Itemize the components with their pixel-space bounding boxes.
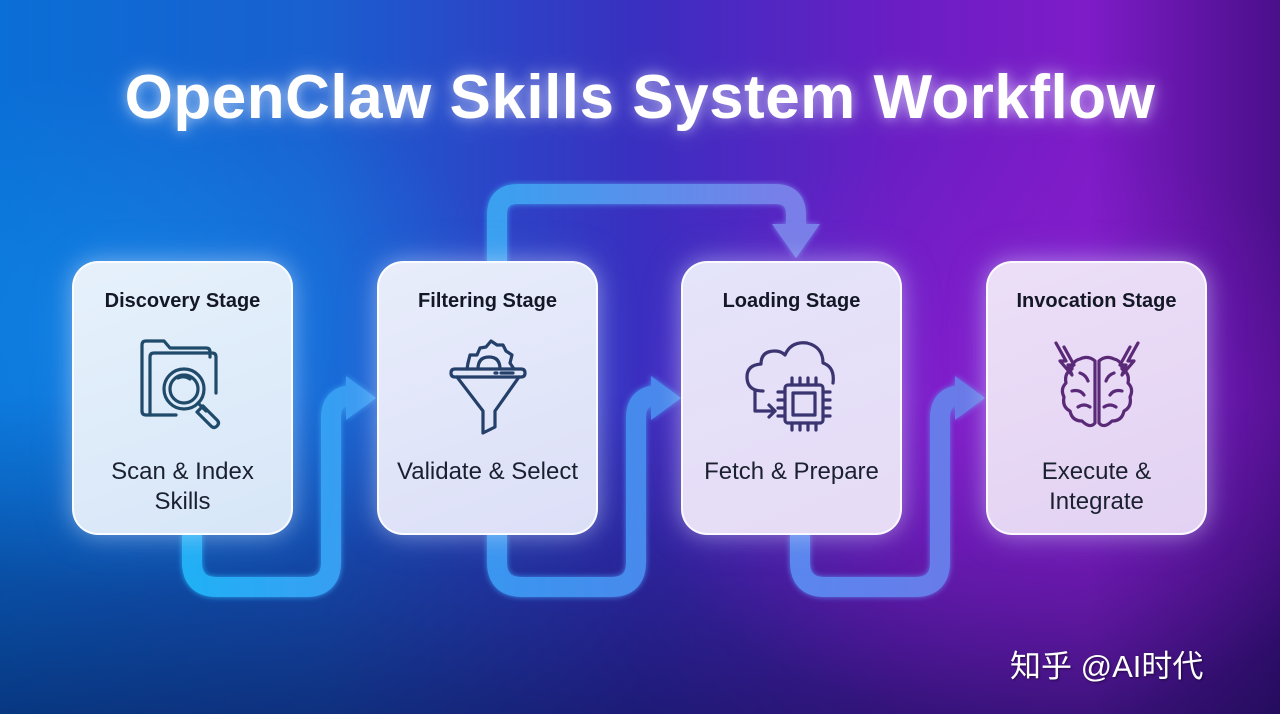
stage-description: Validate & Select — [397, 458, 578, 485]
stage-title: Discovery Stage — [104, 290, 261, 312]
bypass-arrow-filtering-to-loading — [487, 184, 820, 262]
stage-description: Scan & Index Skills — [111, 458, 254, 515]
stage-title: Invocation Stage — [1016, 290, 1177, 312]
watermark: 知乎 @AI时代 — [1010, 649, 1204, 684]
stage-card-filtering: Filtering Stage Validate & Select — [377, 261, 598, 535]
stage-card-loading: Loading Stage Fetch & Prepare — [681, 261, 902, 535]
page-title: OpenClaw Skills System Workflow — [124, 63, 1156, 132]
stage-description: Fetch & Prepare — [704, 458, 879, 485]
stage-card-discovery: Discovery Stage Scan & Index Skills — [72, 261, 293, 535]
stage-description: Execute & Integrate — [1041, 458, 1152, 515]
stage-card-invocation: Invocation Stage Execute & Integrate — [986, 261, 1207, 535]
stage-title: Filtering Stage — [418, 290, 557, 312]
arrow-discovery-to-filtering — [182, 376, 376, 597]
arrow-filtering-to-loading — [487, 376, 681, 597]
stage-title: Loading Stage — [722, 290, 861, 312]
arrow-loading-to-invocation — [790, 376, 985, 597]
brain-lightning-icon — [1053, 341, 1140, 428]
folder-search-icon — [139, 339, 220, 430]
funnel-gear-icon — [448, 339, 527, 435]
cloud-chip-icon — [744, 341, 835, 432]
